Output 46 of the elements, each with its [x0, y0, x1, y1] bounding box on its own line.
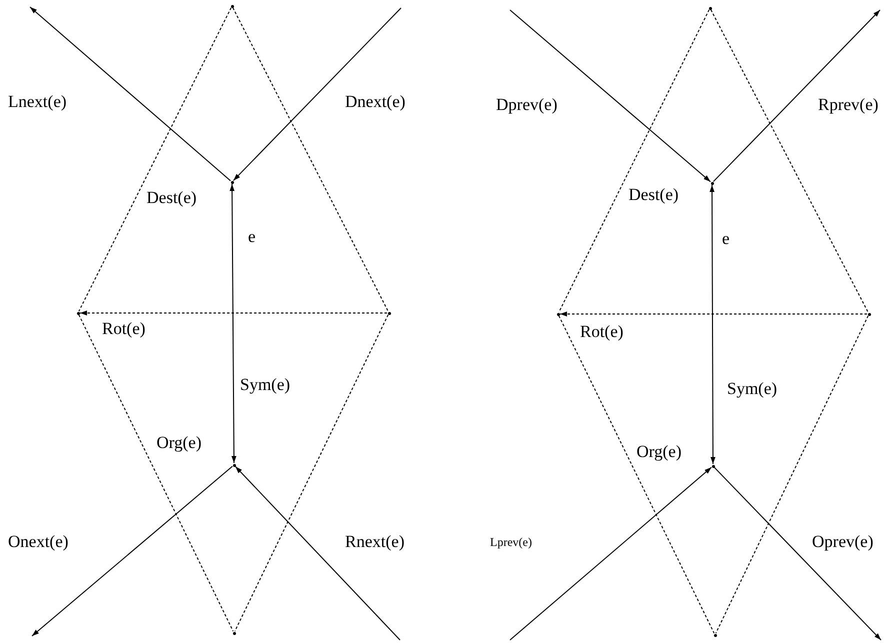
- arrow: [30, 6, 231, 182]
- edge-label: Rot(e): [102, 320, 146, 337]
- dashed-line: [715, 315, 869, 634]
- arrow: [714, 466, 882, 640]
- edge-name-label: Sym(e): [727, 380, 778, 397]
- arrow: [232, 8, 402, 182]
- edge-name-label: Lprev(e): [490, 536, 532, 548]
- dashed-arrow: [80, 310, 388, 316]
- dashed-arrow: [560, 312, 868, 316]
- edge-label: e: [722, 230, 730, 247]
- arrow: [32, 466, 233, 636]
- arrow: [510, 466, 712, 640]
- edge-name-label: Onext(e): [8, 533, 68, 550]
- vertex-point: [708, 6, 712, 10]
- edge-name-label: Dnext(e): [345, 93, 406, 110]
- edge-name-label: Rprev(e): [818, 96, 878, 113]
- arrow: [712, 10, 880, 182]
- dashed-line: [78, 314, 234, 632]
- edge-name-label: Sym(e): [240, 376, 290, 393]
- arrow: [510, 10, 711, 182]
- vertex-point: [388, 312, 390, 314]
- edge-name-label: Oprev(e): [812, 533, 874, 550]
- dashed-line: [232, 7, 389, 312]
- arrow: [230, 184, 236, 464]
- dashed-line: [558, 315, 715, 634]
- vertex-label: Org(e): [636, 442, 682, 460]
- vertex-point: [76, 312, 80, 314]
- vertex-point: [714, 634, 716, 636]
- arrow: [234, 466, 400, 640]
- edge-name-label: Dprev(e): [496, 96, 558, 113]
- vertex-label: Org(e): [156, 434, 202, 450]
- dashed-line: [710, 9, 869, 313]
- vertex-point: [868, 312, 870, 316]
- arrow: [710, 184, 716, 464]
- edge-label: Rot(e): [580, 323, 624, 340]
- dashed-line: [78, 7, 232, 312]
- dashed-line: [558, 9, 710, 313]
- edge-name-label: Lnext(e): [8, 93, 67, 110]
- vertex-point: [230, 4, 234, 8]
- vertex-label: Dest(e): [146, 188, 197, 206]
- vertex-point: [556, 312, 560, 316]
- edge-label: e: [248, 228, 256, 245]
- dashed-line: [234, 314, 389, 632]
- vertex-label: Dest(e): [628, 186, 679, 202]
- edge-name-label: Rnext(e): [345, 533, 404, 550]
- vertex-point: [232, 632, 236, 634]
